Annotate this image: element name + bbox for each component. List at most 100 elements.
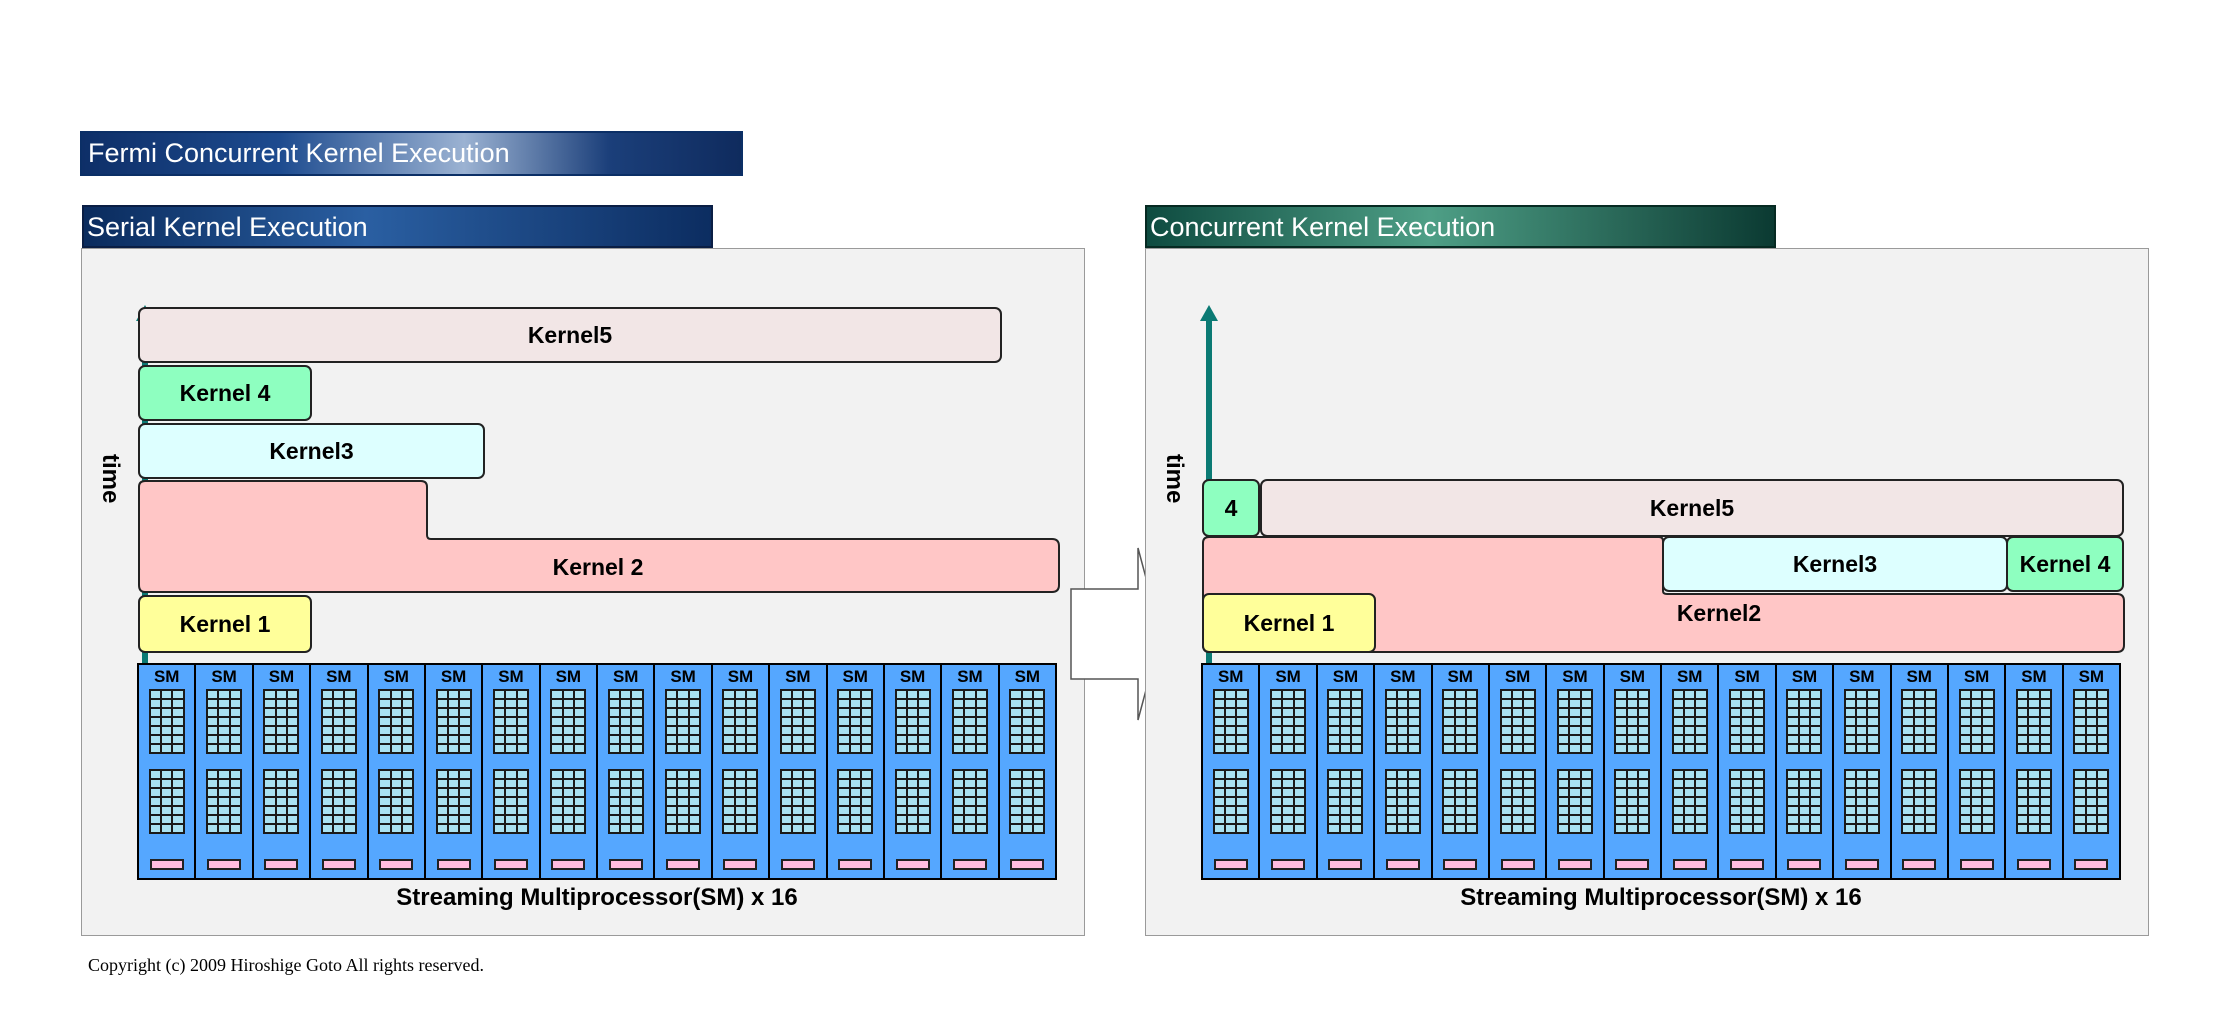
core-grid <box>1442 689 1479 754</box>
core-grid <box>492 689 529 754</box>
core-grid <box>2015 689 2052 754</box>
concurrent-sm-unit: SM <box>2006 665 2062 878</box>
serial-sm-unit: SM <box>540 665 596 878</box>
concurrent-sm-unit: SM <box>1948 665 2005 878</box>
concurrent-kernel5-label: Kernel5 <box>1649 494 1735 521</box>
sm-cache-bar <box>1844 859 1879 870</box>
core-grid <box>1212 769 1249 834</box>
sm-label: SM <box>1619 667 1646 686</box>
core-grid <box>1556 689 1593 754</box>
sm-cache-bar <box>723 859 758 870</box>
core-grid <box>722 689 759 754</box>
sm-label: SM <box>1217 667 1244 686</box>
core-grid <box>1384 769 1421 834</box>
core-grid <box>1671 689 1708 754</box>
sm-cache-bar <box>838 859 873 870</box>
serial-sm-unit: SM <box>884 665 941 878</box>
core-grid <box>492 769 529 834</box>
sm-label: SM <box>1275 667 1301 686</box>
sm-cache-bar <box>952 859 987 870</box>
sm-cache-bar <box>1213 859 1248 870</box>
concurrent-kernel4-small-label: 4 <box>1224 494 1238 521</box>
serial-sm-unit: SM <box>655 665 711 878</box>
core-grid <box>1671 769 1708 834</box>
core-grid <box>206 689 243 754</box>
core-grid <box>2073 689 2110 754</box>
core-grid <box>320 689 357 754</box>
concurrent-sm-unit: SM <box>1375 665 1431 878</box>
core-grid <box>1786 689 1823 754</box>
sm-cache-bar <box>1959 859 1994 870</box>
serial-sm-caption: Streaming Multiprocessor(SM) x 16 <box>396 884 798 911</box>
core-grid <box>1843 689 1880 754</box>
sm-label: SM <box>612 667 639 686</box>
sm-cache-bar <box>2074 859 2109 870</box>
core-grid <box>1009 769 1046 834</box>
sm-label: SM <box>670 667 696 686</box>
concurrent-sm-caption: Streaming Multiprocessor(SM) x 16 <box>1460 884 1862 911</box>
serial-kernel3: Kernel3 <box>138 423 485 479</box>
concurrent-sm-unit: SM <box>1719 665 1775 878</box>
sm-label: SM <box>555 667 582 686</box>
concurrent-sm-unit: SM <box>1776 665 1833 878</box>
core-grid <box>378 689 415 754</box>
core-grid <box>894 769 931 834</box>
core-grid <box>1327 769 1364 834</box>
core-grid <box>951 769 988 834</box>
core-grid <box>837 689 874 754</box>
sm-label: SM <box>1390 667 1416 686</box>
serial-sm-unit: SM <box>942 665 998 878</box>
sm-label: SM <box>899 667 926 686</box>
sm-label: SM <box>842 667 868 686</box>
concurrent-sm-unit: SM <box>1317 665 1374 878</box>
sm-label: SM <box>1447 667 1473 686</box>
serial-sm-unit: SM <box>598 665 654 878</box>
core-grid <box>1729 689 1766 754</box>
sm-cache-bar <box>1902 859 1937 870</box>
concurrent-sm-unit: SM <box>2063 665 2119 878</box>
core-grid <box>378 769 415 834</box>
sm-cache-bar <box>1500 859 1535 870</box>
concurrent-kernel4: Kernel 4 <box>2006 536 2124 592</box>
concurrent-sm-unit: SM <box>1662 665 1718 878</box>
core-grid <box>665 689 702 754</box>
concurrent-sm-unit: SM <box>1489 665 1546 878</box>
concurrent-kernel1-label: Kernel 1 <box>1243 609 1335 636</box>
main-title: Fermi Concurrent Kernel Execution <box>80 131 743 176</box>
core-grid <box>1901 689 1938 754</box>
sm-label: SM <box>1963 667 1990 686</box>
core-grid <box>1270 769 1307 834</box>
core-grid <box>148 689 185 754</box>
serial-kernel2: Kernel 2 <box>138 539 1058 595</box>
core-grid <box>722 769 759 834</box>
core-grid <box>1499 689 1536 754</box>
concurrent-sm-unit: SM <box>1260 665 1316 878</box>
concurrent-time-label: time <box>1161 454 1188 504</box>
sm-cache-bar <box>608 859 643 870</box>
sm-label: SM <box>1332 667 1359 686</box>
core-grid <box>550 689 587 754</box>
serial-sm-unit: SM <box>770 665 826 878</box>
core-grid <box>263 769 300 834</box>
sm-cache-bar <box>1557 859 1592 870</box>
sm-label: SM <box>785 667 811 686</box>
serial-sm-unit: SM <box>827 665 883 878</box>
sm-label: SM <box>2021 667 2047 686</box>
core-grid <box>779 689 816 754</box>
core-grid <box>1614 689 1651 754</box>
concurrent-sm-unit: SM <box>1547 665 1603 878</box>
concurrent-sm-unit: SM <box>1432 665 1488 878</box>
core-grid <box>779 769 816 834</box>
concurrent-kernel1: Kernel 1 <box>1202 593 1376 653</box>
serial-sm-unit: SM <box>712 665 769 878</box>
core-grid <box>1729 769 1766 834</box>
sm-label: SM <box>211 667 237 686</box>
serial-kernel3-label: Kernel3 <box>269 437 354 464</box>
sm-label: SM <box>1676 667 1703 686</box>
sm-cache-bar <box>1271 859 1306 870</box>
sm-label: SM <box>2078 667 2105 686</box>
sm-cache-bar <box>264 859 299 870</box>
sm-cache-bar <box>1010 859 1045 870</box>
sm-label: SM <box>1014 667 1041 686</box>
